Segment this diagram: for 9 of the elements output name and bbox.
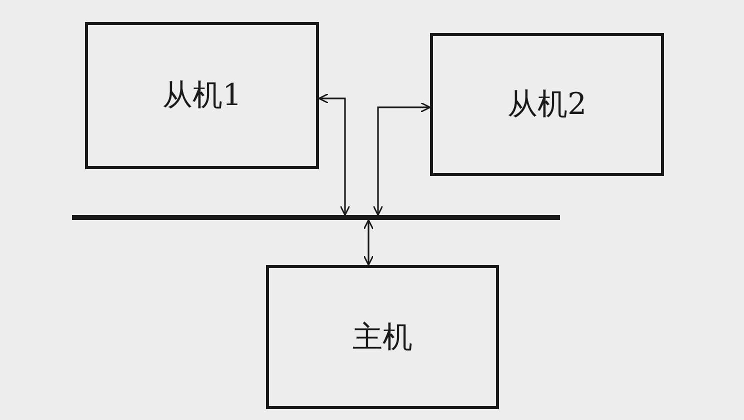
device-label: 从机2 <box>507 86 587 124</box>
double-arrow <box>363 219 374 266</box>
device-label: 主机 <box>352 318 412 356</box>
double-arrow <box>372 102 431 216</box>
device-box <box>266 265 499 409</box>
device-box <box>430 33 664 176</box>
device-label: 从机1 <box>162 77 242 115</box>
double-arrow <box>318 93 350 216</box>
device-box <box>85 22 319 169</box>
